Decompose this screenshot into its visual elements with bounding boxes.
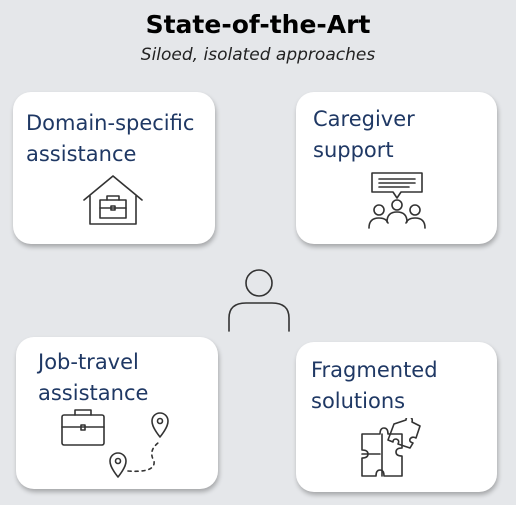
house-briefcase-icon	[83, 175, 143, 225]
person-icon	[228, 269, 290, 332]
briefcase-route-icon	[61, 409, 169, 478]
card-label: Fragmented solutions	[311, 358, 438, 413]
card-fragmented-solutions: Fragmented solutions	[296, 342, 497, 492]
page-title: State-of-the-Art	[145, 10, 371, 39]
card-label: Domain-specific assistance	[26, 111, 195, 166]
card-label: Caregiver support	[313, 107, 415, 162]
card-caregiver-support: Caregiver support	[296, 92, 497, 244]
puzzle-icon	[361, 418, 421, 477]
card-domain-specific-assistance: Domain-specific assistance	[13, 92, 215, 244]
group-chat-icon	[368, 172, 426, 229]
card-label: Job-travel assistance	[38, 350, 149, 405]
card-job-travel-assistance: Job-travel assistance	[16, 337, 218, 489]
page-subtitle: Siloed, isolated approaches	[140, 45, 376, 65]
